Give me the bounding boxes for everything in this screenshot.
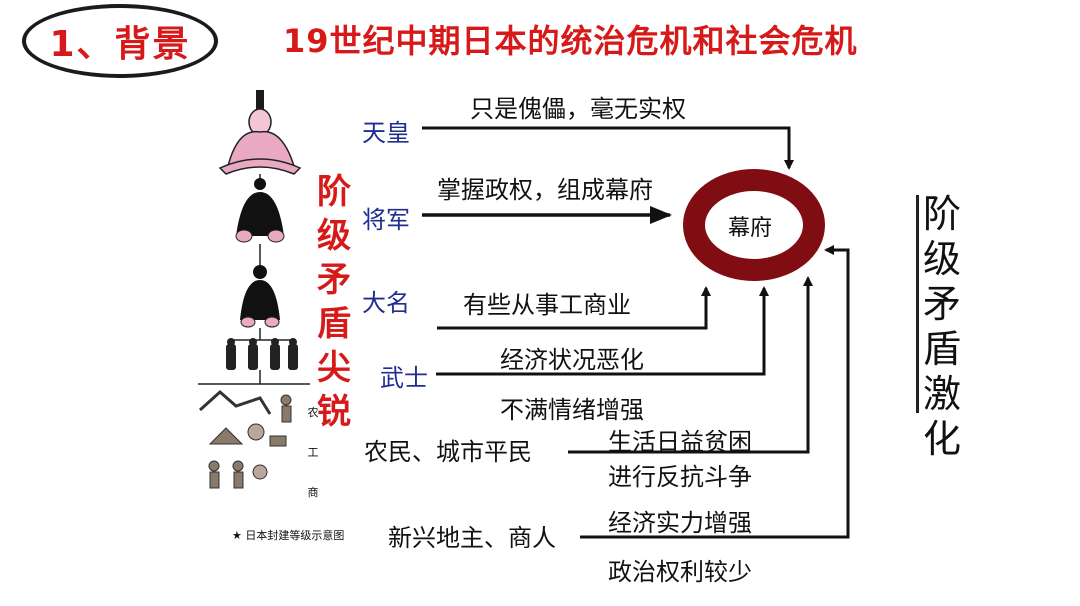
- right-vertical-char: 化: [922, 417, 961, 461]
- daimyo-figure: [240, 265, 280, 328]
- left-vertical-char: 盾: [317, 304, 351, 344]
- commoner-desc-1: 生活日益贫困: [608, 428, 752, 456]
- pyramid-caption: ★ 日本封建等级示意图: [232, 529, 345, 542]
- daimyo-arrow: [437, 286, 711, 330]
- class-commoners: 农民、城市平民: [364, 438, 532, 466]
- feudal-hierarchy-illustration: [190, 88, 360, 528]
- left-vertical-text: 阶级矛盾尖锐: [314, 170, 354, 434]
- emperor-arrow: [422, 126, 794, 170]
- left-vertical-char: 尖: [317, 348, 351, 388]
- left-vertical-char: 锐: [317, 392, 351, 432]
- samurai-desc-2: 不满情绪增强: [500, 396, 644, 424]
- shogunate-label: 幕府: [728, 216, 773, 241]
- emperor-desc: 只是傀儡，毫无实权: [470, 95, 686, 123]
- right-vertical-char: 激: [922, 372, 961, 416]
- merchant-desc-1: 经济实力增强: [608, 509, 752, 537]
- shogun-figure: [235, 178, 285, 243]
- pyramid-side-label-commerce: 商: [307, 486, 319, 499]
- class-merchants: 新兴地主、商人: [388, 524, 556, 552]
- samurai-arrow: [436, 286, 769, 376]
- hierarchy-figures: [198, 90, 310, 489]
- right-vertical-bar: [916, 195, 919, 413]
- right-vertical-char: 矛: [922, 282, 961, 326]
- left-vertical-label: 阶级矛盾尖锐: [314, 170, 354, 434]
- samurai-figures: [226, 338, 298, 370]
- shogunate-ring: [683, 169, 825, 281]
- section-label-oval: 1、背景: [22, 4, 218, 78]
- merchant-arrow: [580, 245, 850, 539]
- left-vertical-char: 矛: [317, 260, 351, 300]
- samurai-desc-1: 经济状况恶化: [500, 346, 644, 374]
- emperor-figure: [218, 90, 302, 175]
- daimyo-desc: 有些从事工商业: [463, 291, 631, 319]
- commoner-figures: [198, 389, 292, 489]
- right-vertical-text: 阶级矛盾激化: [922, 192, 962, 462]
- right-vertical-label: 阶级矛盾激化: [922, 192, 962, 462]
- class-daimyo: 大名: [362, 289, 410, 317]
- page-title: 19世纪中期日本的统治危机和社会危机: [283, 22, 858, 60]
- pyramid-side-label-craft: 工: [307, 446, 319, 459]
- class-emperor: 天皇: [362, 119, 410, 147]
- right-vertical-char: 级: [922, 237, 961, 281]
- commoner-arrow: [568, 276, 813, 454]
- pyramid-side-label-agriculture: 农: [307, 406, 319, 419]
- left-vertical-char: 阶: [317, 172, 351, 212]
- commoner-desc-2: 进行反抗斗争: [608, 463, 752, 491]
- shogun-desc: 掌握政权，组成幕府: [437, 176, 653, 204]
- section-label: 1、背景: [49, 24, 191, 65]
- right-vertical-char: 盾: [922, 327, 961, 371]
- right-vertical-char: 阶: [922, 192, 961, 236]
- class-samurai: 武士: [380, 364, 428, 392]
- merchant-desc-2: 政治权利较少: [608, 558, 752, 586]
- left-vertical-char: 级: [317, 216, 351, 256]
- class-shogun: 将军: [362, 206, 410, 234]
